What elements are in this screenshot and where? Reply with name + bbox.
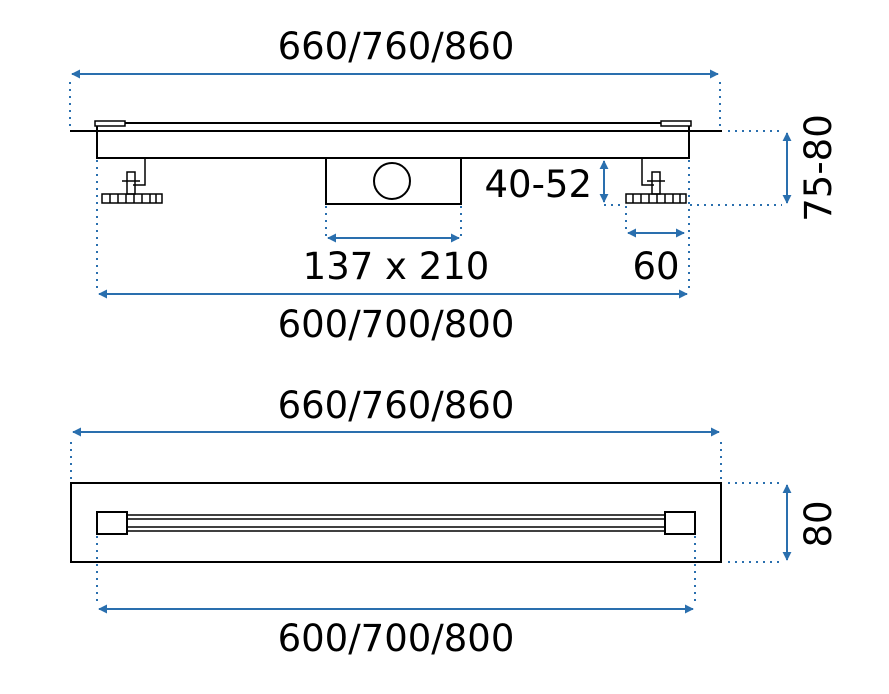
plan-grate-end-right: [664, 511, 696, 535]
dimension-arrows-side: [71, 69, 792, 299]
grate-end-left: [94, 120, 126, 127]
extension-lines-side: [69, 82, 782, 292]
plan-grate-slot: [127, 514, 665, 532]
body-length-label-top: 600/700/800: [278, 303, 515, 346]
drain-channel-body: [96, 122, 690, 159]
plan-outer-frame: [70, 482, 722, 563]
outlet-box: [325, 157, 462, 205]
foot-left: [101, 158, 163, 204]
foot-width-label: 60: [632, 245, 679, 288]
grate-end-right: [660, 120, 692, 127]
total-height-label: 75-80: [797, 114, 840, 222]
outlet-pipe-circle: [373, 162, 411, 200]
body-length-label-bottom: 600/700/800: [278, 617, 515, 660]
overall-length-label-top: 660/760/860: [278, 25, 515, 68]
extension-lines-plan: [70, 442, 782, 605]
foot-right: [625, 158, 687, 204]
plan-view: 660/760/860 600/700/800 80: [70, 384, 840, 660]
outlet-size-label: 137 x 210: [303, 245, 490, 288]
width-label: 80: [797, 500, 840, 547]
leg-height-label: 40-52: [484, 163, 592, 206]
side-view: 660/760/860 137 x 210 60 600/700/800 40-…: [69, 25, 840, 346]
plan-grate-end-left: [96, 511, 128, 535]
dimension-arrows-plan: [72, 427, 792, 614]
overall-length-label-bottom: 660/760/860: [278, 384, 515, 427]
